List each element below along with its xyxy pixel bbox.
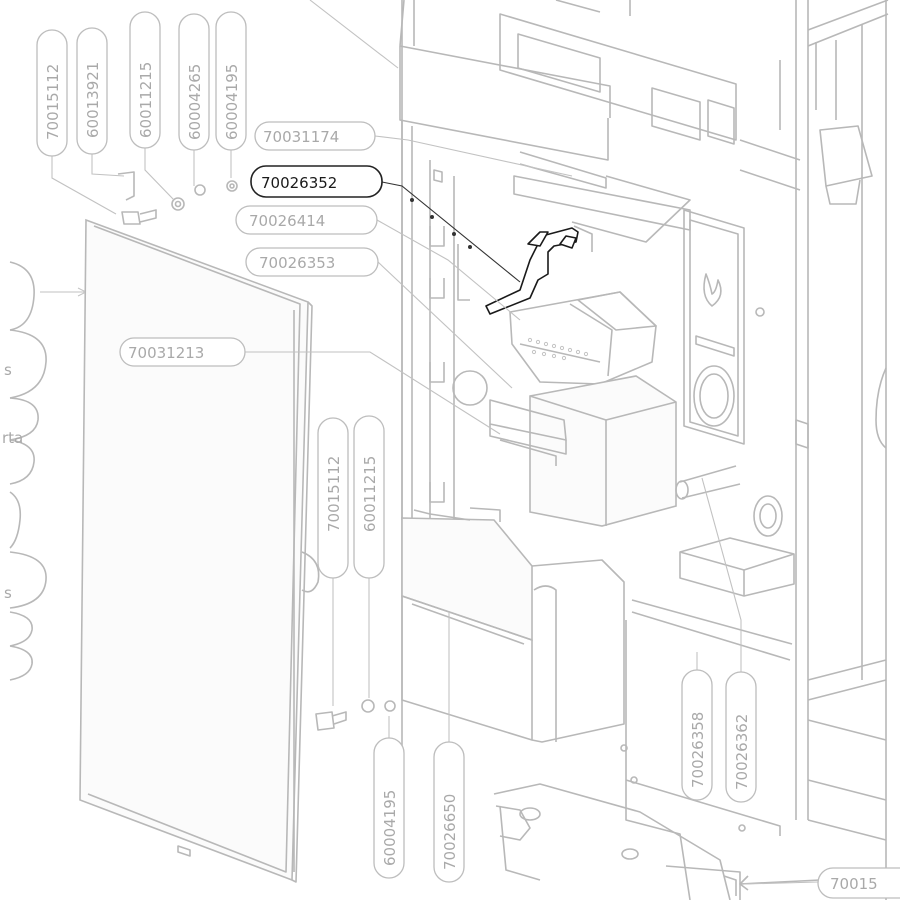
part-label-60011215-top[interactable]: 60011215 bbox=[129, 11, 161, 149]
part-label-70026362[interactable]: 70026362 bbox=[725, 671, 757, 803]
svg-text:60013921: 60013921 bbox=[84, 62, 102, 138]
stove-body bbox=[399, 0, 889, 900]
side-label-rta: rta bbox=[2, 429, 23, 447]
svg-text:70026362: 70026362 bbox=[733, 714, 751, 790]
svg-text:70031213: 70031213 bbox=[128, 344, 204, 362]
mid-fasteners bbox=[315, 699, 396, 731]
part-label-60011215-mid[interactable]: 60011215 bbox=[353, 415, 385, 579]
left-edge-callouts: s rta s bbox=[2, 261, 88, 681]
svg-text:70026353: 70026353 bbox=[259, 254, 335, 272]
part-label-70015-bottom[interactable]: 70015 bbox=[817, 867, 900, 899]
part-label-70015112-mid[interactable]: 70015112 bbox=[317, 417, 349, 579]
top-fasteners bbox=[117, 171, 238, 225]
part-label-70031213[interactable]: 70031213 bbox=[119, 337, 246, 367]
part-label-70026414[interactable]: 70026414 bbox=[235, 205, 378, 235]
part-label-60004195-top[interactable]: 60004195 bbox=[215, 11, 247, 151]
part-label-60013921[interactable]: 60013921 bbox=[76, 27, 108, 155]
svg-text:60004265: 60004265 bbox=[186, 64, 204, 140]
part-label-70031174[interactable]: 70031174 bbox=[254, 121, 376, 151]
part-label-70026650[interactable]: 70026650 bbox=[433, 741, 465, 883]
part-label-60004265[interactable]: 60004265 bbox=[178, 13, 210, 151]
part-label-70026358[interactable]: 70026358 bbox=[681, 669, 713, 801]
highlighted-bracket-part[interactable] bbox=[485, 227, 579, 315]
part-label-60004195-bot[interactable]: 60004195 bbox=[373, 737, 405, 879]
svg-text:70015: 70015 bbox=[830, 875, 878, 893]
svg-text:60004195: 60004195 bbox=[381, 790, 399, 866]
active-leader bbox=[381, 181, 521, 283]
svg-text:70026414: 70026414 bbox=[249, 212, 325, 230]
part-label-70026352[interactable]: 70026352 bbox=[250, 165, 383, 198]
door-panel bbox=[79, 218, 320, 883]
part-label-70026353[interactable]: 70026353 bbox=[245, 247, 379, 277]
leader-lines bbox=[51, 0, 819, 885]
side-label-s-bottom: s bbox=[4, 584, 12, 602]
svg-text:70015112: 70015112 bbox=[44, 64, 62, 140]
side-label-s-top: s bbox=[4, 361, 12, 379]
svg-text:70015112: 70015112 bbox=[325, 456, 343, 532]
svg-text:70031174: 70031174 bbox=[263, 128, 339, 146]
svg-text:70026358: 70026358 bbox=[689, 712, 707, 788]
svg-text:60004195: 60004195 bbox=[223, 64, 241, 140]
part-label-70015112-top[interactable]: 70015112 bbox=[36, 29, 68, 157]
svg-text:60011215: 60011215 bbox=[361, 456, 379, 532]
svg-text:70026352: 70026352 bbox=[261, 174, 337, 192]
svg-text:70026650: 70026650 bbox=[441, 794, 459, 870]
svg-text:60011215: 60011215 bbox=[137, 62, 155, 138]
